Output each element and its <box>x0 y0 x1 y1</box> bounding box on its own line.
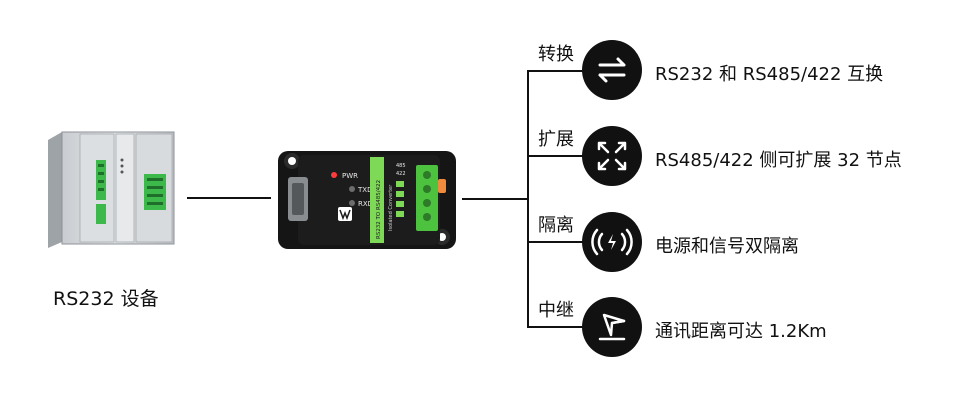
feature-desc-relay: 通讯距离可达 1.2Km <box>655 321 827 342</box>
feature-label-isolate: 隔离 <box>538 215 574 236</box>
txd-label: TXD <box>357 186 372 194</box>
relay-send-icon <box>582 297 642 357</box>
rs232-device-image <box>48 131 175 248</box>
isolated-converter-image: PWR TXD RXD RS232 TO RS485/422 Isolated … <box>278 151 456 249</box>
branch-line-1 <box>527 70 587 72</box>
link-line-left <box>187 197 271 199</box>
feature-desc-convert: RS232 和 RS485/422 互换 <box>655 64 884 85</box>
link-line-right <box>462 198 528 200</box>
port-label-422: 422 <box>396 171 406 177</box>
rxd-label: RXD <box>358 200 373 208</box>
branch-trunk <box>527 70 529 327</box>
feature-label-expand: 扩展 <box>538 129 574 150</box>
swap-arrows-icon <box>582 40 642 100</box>
feature-label-convert: 转换 <box>538 44 574 65</box>
branch-line-2 <box>527 155 587 157</box>
branch-line-4 <box>527 326 587 328</box>
rs232-device-caption: RS232 设备 <box>53 288 159 310</box>
pwr-label: PWR <box>342 172 358 180</box>
branch-line-3 <box>527 241 587 243</box>
converter-side-text: Isolated Converter <box>388 184 394 231</box>
feature-desc-isolate: 电源和信号双隔离 <box>655 236 799 257</box>
port-label-485: 485 <box>396 163 406 169</box>
converter-band-text: RS232 TO RS485/422 <box>376 180 382 239</box>
isolation-signal-icon <box>582 212 642 272</box>
feature-desc-expand: RS485/422 侧可扩展 32 节点 <box>655 150 902 171</box>
expand-arrows-icon <box>582 126 642 186</box>
feature-label-relay: 中继 <box>538 300 574 321</box>
